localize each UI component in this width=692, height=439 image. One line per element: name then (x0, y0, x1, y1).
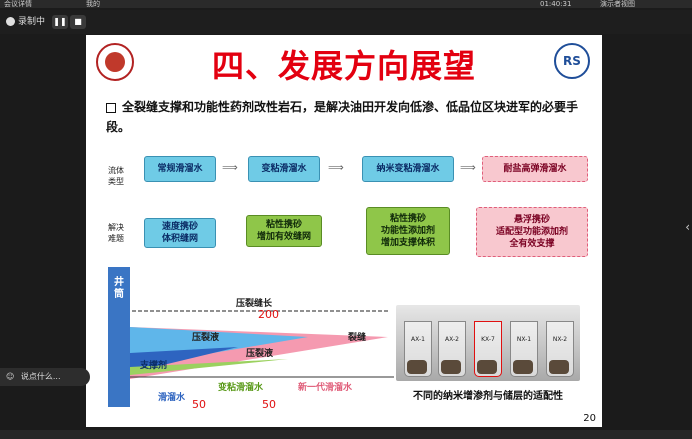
solution-2: 粘性携砂 增加有效缝网 (246, 215, 322, 247)
beaker-photo: AX-1 AX-2 KX-7 NX-1 NX-2 (396, 305, 580, 381)
chat-input[interactable]: ☺ 说点什么... (0, 368, 90, 386)
new-gen-label: 新一代滑溜水 (298, 383, 353, 393)
chat-placeholder: 说点什么... (20, 372, 61, 381)
sediment (513, 360, 533, 374)
handwriting-50-a: 50 (192, 398, 206, 411)
photo-caption: 不同的纳米增渗剂与储层的适配性 (413, 391, 563, 402)
row-label-fluid: 流体 类型 (108, 166, 124, 186)
presentation-slide: RS 四、发展方向展望 全裂缝支撑和功能性药剂改性岩石，是解决油田开发向低渗、低… (86, 35, 602, 427)
record-icon (6, 17, 15, 26)
fluid-type-3: 纳米变粘滑溜水 (362, 156, 454, 182)
wellbore-label: 井 筒 (114, 277, 124, 300)
my-text[interactable]: 我的 (86, 0, 100, 8)
row-label-solution: 解决 难题 (108, 223, 124, 243)
beaker: AX-1 (404, 321, 432, 377)
emoji-icon[interactable]: ☺ (6, 372, 15, 381)
bullet-text: 全裂缝支撑和功能性药剂改性岩石，是解决油田开发向低渗、低品位区块进军的必要手段。 (106, 100, 579, 134)
var-visc-label: 变粘滑溜水 (218, 383, 264, 393)
fracture-diagram: 井 筒 压裂缝长 压裂液 裂缝 压裂液 支撑剂 滑溜水 变粘滑溜水 新一代滑溜水… (108, 267, 398, 413)
fluid-type-4: 耐盐高弹滑溜水 (482, 156, 588, 182)
recording-bar: 录制中 ❚❚ ■ (0, 10, 692, 34)
slickwater-shape (130, 359, 288, 375)
arrow-icon: ⟹ (222, 161, 238, 174)
fluid-type-2: 变粘滑溜水 (248, 156, 320, 182)
arrow-icon: ⟹ (328, 161, 344, 174)
beaker: NX-2 (546, 321, 574, 377)
system-top-bar: 会议详情 我的 01:40:31 演示者视图 (0, 0, 692, 8)
bottom-toolbar (0, 430, 692, 439)
beaker: NX-1 (510, 321, 538, 377)
fracture-length-label: 压裂缝长 (236, 299, 273, 309)
sediment (407, 360, 427, 374)
presenter-view-text[interactable]: 演示者视图 (600, 0, 635, 8)
recording-label: 录制中 (18, 17, 46, 27)
recording-indicator: 录制中 (6, 15, 45, 29)
beaker-label: NX-2 (552, 336, 568, 343)
beaker: AX-2 (438, 321, 466, 377)
fracture-label: 裂缝 (348, 333, 367, 343)
slickwater-label: 滑溜水 (158, 393, 186, 403)
sediment (477, 360, 497, 374)
fluid-type-1: 常规滑溜水 (144, 156, 216, 182)
handwriting-200: 200 (258, 308, 279, 321)
solution-1: 速度携砂 体积缝网 (144, 218, 216, 248)
bullet-square-icon (106, 102, 116, 113)
proppant-label: 支撑剂 (140, 361, 168, 371)
page-number: 20 (583, 413, 596, 424)
next-arrow-icon[interactable]: ‹ (685, 220, 690, 234)
timer-text: 01:40:31 (540, 0, 572, 8)
fracturing-fluid-label: 压裂液 (192, 333, 220, 343)
beaker-label: KX-7 (481, 336, 495, 343)
bullet-point: 全裂缝支撑和功能性药剂改性岩石，是解决油田开发向低渗、低品位区块进军的必要手段。 (106, 97, 586, 137)
beaker-label: NX-1 (516, 336, 532, 343)
stop-button[interactable]: ■ (70, 15, 86, 29)
solution-4: 悬浮携砂 适配型功能添加剂 全有效支撑 (476, 207, 588, 257)
beaker-label: AX-1 (411, 336, 425, 343)
fracturing-fluid-label-2: 压裂液 (246, 349, 274, 359)
beaker-label: AX-2 (445, 336, 459, 343)
slide-title: 四、发展方向展望 (211, 47, 476, 85)
arrow-icon: ⟹ (460, 161, 476, 174)
company-logo: RS (554, 43, 590, 79)
university-logo (96, 43, 134, 81)
sediment (549, 360, 569, 374)
wellbore-shape (108, 267, 130, 407)
handwriting-50-b: 50 (262, 398, 276, 411)
fracture-diagram-svg (108, 267, 394, 407)
meeting-detail-text[interactable]: 会议详情 (4, 0, 32, 8)
sediment (441, 360, 461, 374)
pause-button[interactable]: ❚❚ (52, 15, 68, 29)
solution-3: 粘性携砂 功能性添加剂 增加支撑体积 (366, 207, 450, 255)
beaker: KX-7 (474, 321, 502, 377)
